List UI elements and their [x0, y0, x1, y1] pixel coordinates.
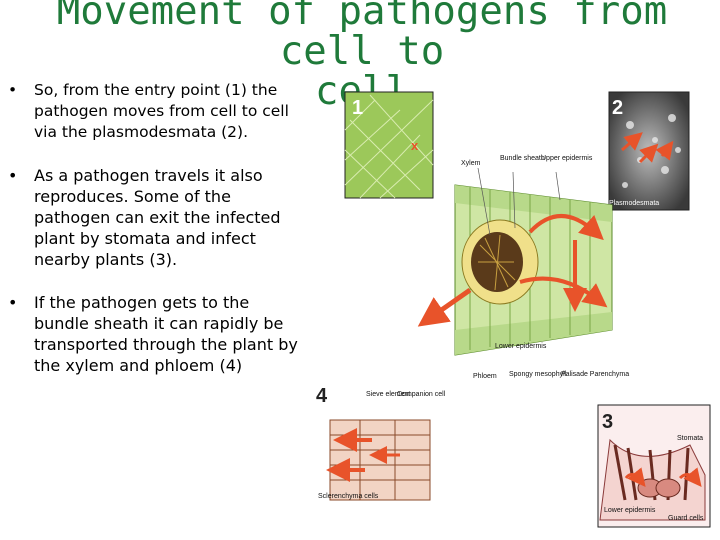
panel-3-number: 3 [602, 411, 613, 433]
title-line-1: Movement of pathogens from cell to [56, 0, 668, 74]
label-sieve-element: Sieve element [366, 391, 410, 398]
label-stomata: Stomata [677, 435, 703, 442]
label-companion-cell: Companion cell [397, 391, 446, 398]
bullet-item: • As a pathogen travels it also reproduc… [6, 165, 306, 270]
leaf-cross-section: Xylem Bundle sheath Upper epidermis Lowe… [417, 155, 629, 380]
bullet-text: So, from the entry point (1) the pathoge… [34, 81, 289, 141]
panel-4-vascular: 4 Sieve element Companion cell Sclerench… [314, 378, 446, 501]
bullet-list: • So, from the entry point (1) the patho… [6, 80, 306, 398]
label-bundle-sheath: Bundle sheath [500, 155, 545, 162]
panel-3-stomata: 3 Stomata Lower epidermis Guard cells [597, 404, 711, 528]
bullet-marker: • [8, 166, 18, 185]
label-sclerenchyma: Sclerenchyma cells [318, 493, 379, 500]
panel-4-number: 4 [316, 385, 328, 407]
panel-1-leaf: 1 x [344, 91, 434, 199]
label-lower-epidermis: Lower epidermis [495, 343, 547, 350]
label-guard-cells: Guard cells [668, 515, 704, 522]
bullet-marker: • [8, 81, 18, 99]
bullet-item: • If the pathogen gets to the bundle she… [6, 292, 306, 376]
bullet-marker: • [8, 293, 18, 312]
label-lower-epidermis-3: Lower epidermis [604, 507, 656, 514]
panel-2-micrograph: 2 Plasmodesmata [608, 91, 690, 211]
bullet-text: As a pathogen travels it also reproduces… [34, 166, 281, 269]
label-spongy-mesophyll: Spongy mesophyll [509, 371, 567, 378]
label-phloem: Phloem [473, 373, 497, 380]
label-palisade: Palisade Parenchyma [561, 371, 629, 378]
bullet-item: • So, from the entry point (1) the patho… [6, 80, 306, 143]
label-plasmodesmata: Plasmodesmata [609, 200, 659, 207]
panel-2-number: 2 [612, 97, 623, 119]
entry-point-mark: x [411, 138, 419, 153]
slide-title: Movement of pathogens from cell to cell [4, 0, 720, 112]
bullet-text: If the pathogen gets to the bundle sheat… [34, 293, 298, 375]
label-upper-epidermis: Upper epidermis [541, 155, 593, 162]
panel-1-number: 1 [352, 97, 363, 119]
label-xylem: Xylem [461, 160, 481, 167]
